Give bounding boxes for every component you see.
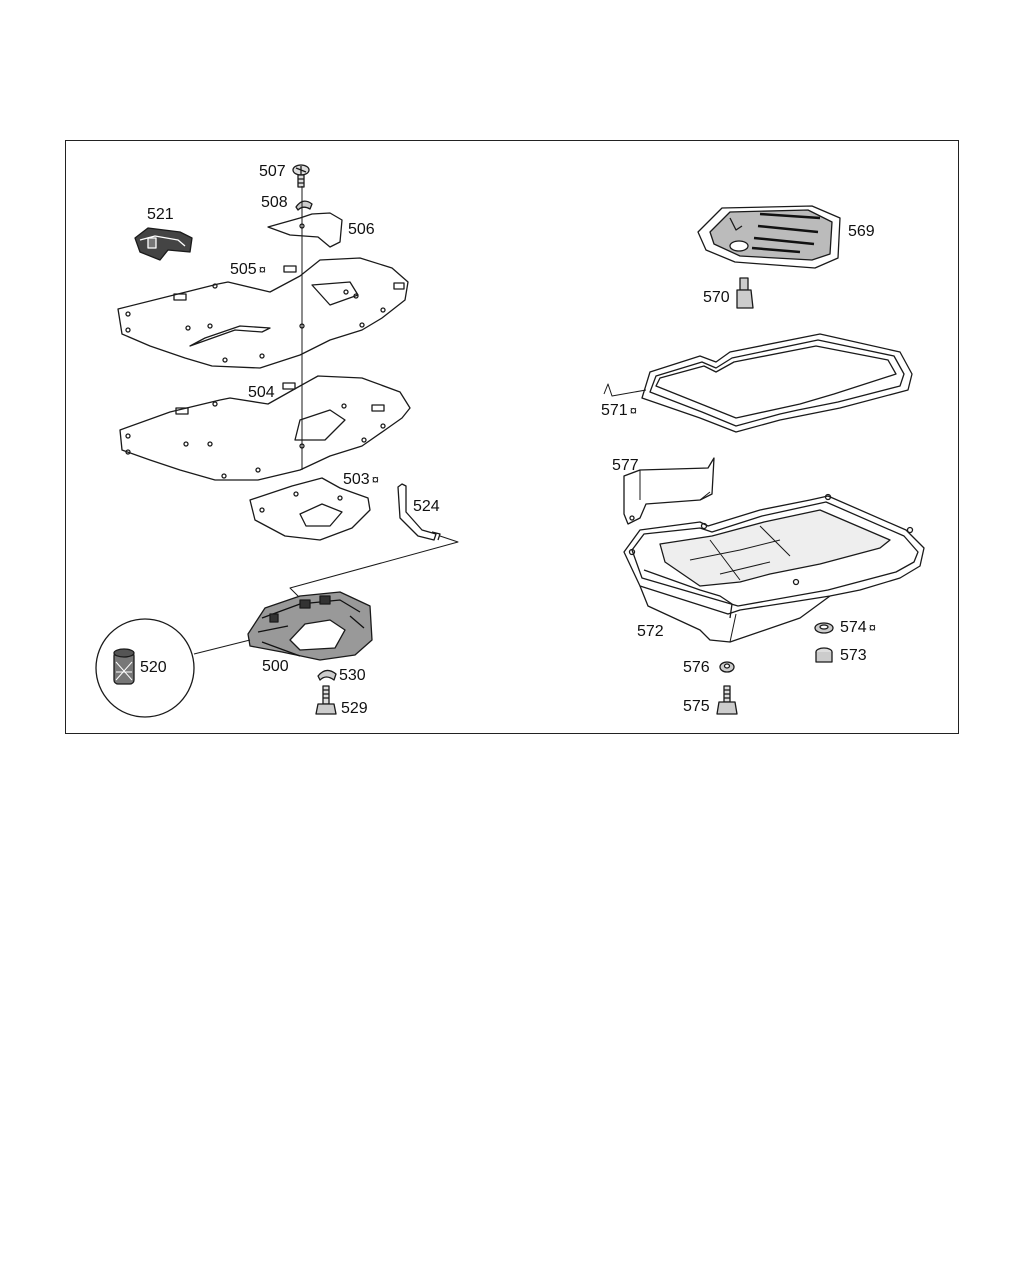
- part-570-pipe[interactable]: [736, 277, 754, 309]
- part-574-seal-ring[interactable]: [814, 622, 834, 634]
- part-506-plate[interactable]: [267, 212, 343, 248]
- part-524-tube[interactable]: [397, 483, 441, 541]
- part-572-oil-pan[interactable]: [623, 493, 925, 643]
- label-569: 569: [848, 223, 875, 240]
- label-521: 521: [147, 206, 174, 223]
- label-503: 503¤: [343, 471, 379, 488]
- label-573: 573: [840, 647, 867, 664]
- part-500-valve-body[interactable]: [247, 591, 373, 661]
- marker-574: ¤: [868, 620, 876, 635]
- part-507-screw[interactable]: [292, 164, 310, 188]
- part-521-sensor[interactable]: [134, 227, 193, 261]
- label-500: 500: [262, 658, 289, 675]
- label-572: 572: [637, 623, 664, 640]
- part-529-bolt[interactable]: [315, 685, 337, 715]
- diagram-frame: [65, 140, 959, 734]
- part-530-clamp[interactable]: [317, 669, 337, 681]
- label-520: 520: [140, 659, 167, 676]
- marker-503: ¤: [371, 472, 379, 487]
- label-574: 574¤: [840, 619, 876, 636]
- label-505: 505¤: [230, 261, 266, 278]
- label-506: 506: [348, 221, 375, 238]
- part-577-bracket[interactable]: [623, 457, 715, 525]
- label-529: 529: [341, 700, 368, 717]
- label-530: 530: [339, 667, 366, 684]
- label-504: 504: [248, 384, 275, 401]
- label-508: 508: [261, 194, 288, 211]
- part-504-separator-plate[interactable]: [119, 375, 411, 481]
- part-569-oil-filter[interactable]: [697, 205, 841, 269]
- label-575: 575: [683, 698, 710, 715]
- part-508-clamp[interactable]: [295, 200, 313, 211]
- part-520-filter-inset[interactable]: [95, 618, 251, 718]
- part-571-pan-gasket[interactable]: [603, 333, 913, 433]
- label-507: 507: [259, 163, 286, 180]
- part-575-drain-screw[interactable]: [716, 685, 738, 715]
- marker-505: ¤: [258, 262, 266, 277]
- label-570: 570: [703, 289, 730, 306]
- part-573-plug[interactable]: [815, 647, 833, 663]
- part-503-gasket[interactable]: [249, 477, 371, 541]
- label-576: 576: [683, 659, 710, 676]
- part-576-washer[interactable]: [719, 661, 735, 673]
- connector-line: [289, 535, 459, 599]
- marker-571: ¤: [629, 403, 637, 418]
- label-577: 577: [612, 457, 639, 474]
- label-524: 524: [413, 498, 440, 515]
- label-571: 571¤: [601, 402, 637, 419]
